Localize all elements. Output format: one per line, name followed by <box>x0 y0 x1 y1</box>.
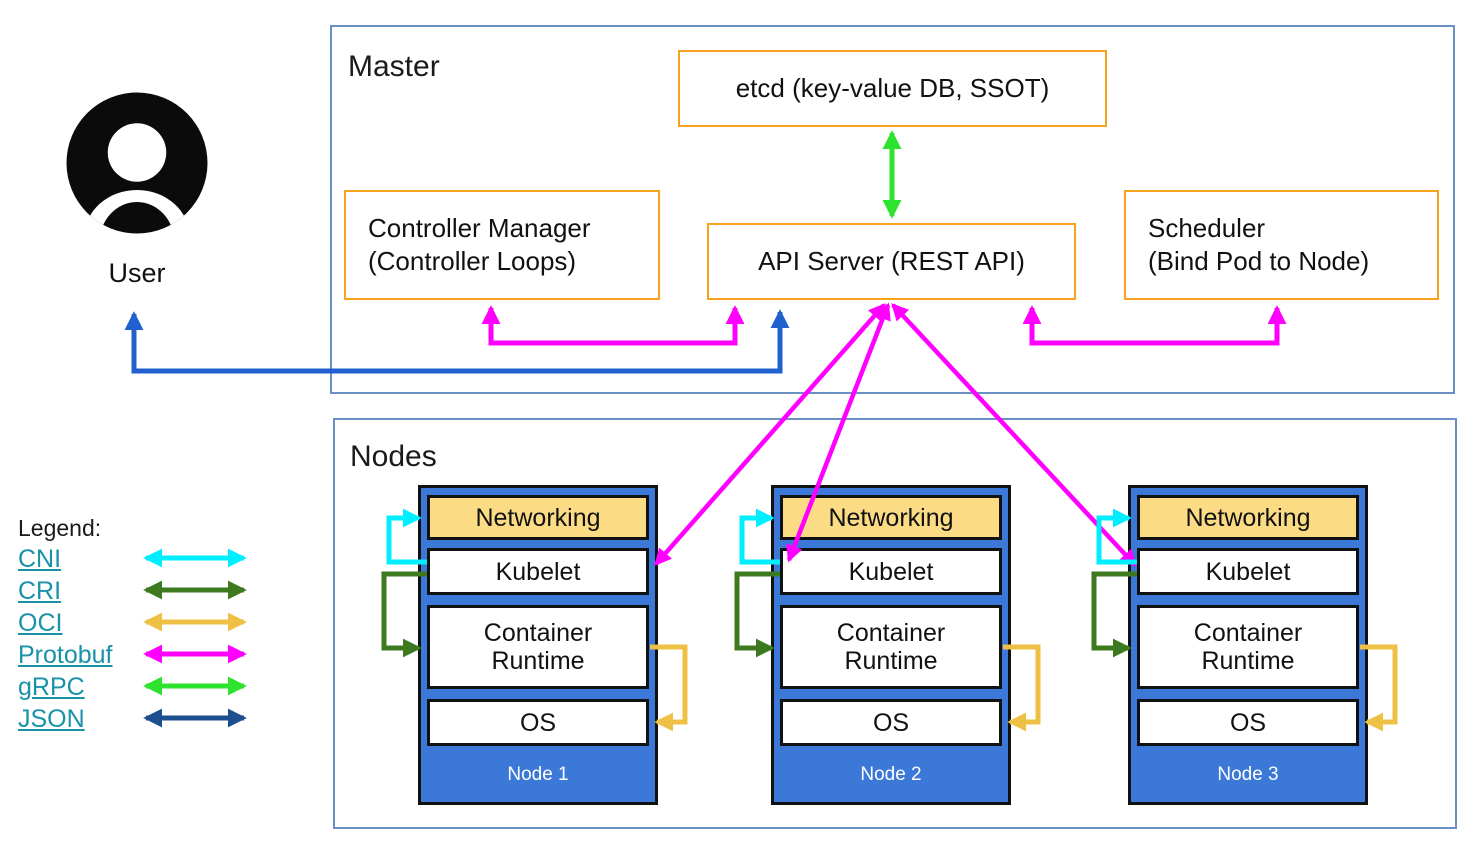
node-2-label: Node 2 <box>860 764 922 785</box>
legend-link-cni[interactable]: CNI <box>18 545 62 573</box>
user-icon <box>66 92 208 234</box>
api-server-box: API Server (REST API) <box>707 223 1076 300</box>
node-3-networking-box: Networking <box>1137 495 1359 540</box>
node-2-container-runtime-box: Container Runtime <box>780 605 1002 689</box>
node-3-kubelet-box: Kubelet <box>1137 548 1359 595</box>
node-1-container-runtime-box: Container Runtime <box>427 605 649 689</box>
scheduler-line2: (Bind Pod to Node) <box>1148 246 1370 276</box>
legend-link-json[interactable]: JSON <box>18 705 85 733</box>
scheduler-box: Scheduler (Bind Pod to Node) <box>1124 190 1439 300</box>
master-title: Master <box>348 50 440 83</box>
node-3: Networking Kubelet Container Runtime OS … <box>1128 485 1368 805</box>
controller-manager-line1: Controller Manager <box>368 213 591 243</box>
node-2-kubelet-box: Kubelet <box>780 548 1002 595</box>
etcd-box: etcd (key-value DB, SSOT) <box>678 50 1107 127</box>
node-1-kubelet-box: Kubelet <box>427 548 649 595</box>
node-3-label: Node 3 <box>1217 764 1279 785</box>
legend-link-oci[interactable]: OCI <box>18 609 63 637</box>
legend-link-cri[interactable]: CRI <box>18 577 62 605</box>
legend-title: Legend: <box>18 515 102 541</box>
node-1: Networking Kubelet Container Runtime OS … <box>418 485 658 805</box>
node-3-container-runtime-box: Container Runtime <box>1137 605 1359 689</box>
node-2-os-box: OS <box>780 699 1002 746</box>
node-1-label: Node 1 <box>507 764 569 785</box>
node-1-os-box: OS <box>427 699 649 746</box>
scheduler-line1: Scheduler <box>1148 213 1266 243</box>
node-1-networking-box: Networking <box>427 495 649 540</box>
user-label: User <box>108 258 166 288</box>
nodes-title: Nodes <box>350 440 437 473</box>
node-2-networking-box: Networking <box>780 495 1002 540</box>
legend-link-grpc[interactable]: gRPC <box>18 673 85 701</box>
node-2: Networking Kubelet Container Runtime OS … <box>771 485 1011 805</box>
legend-link-protobuf[interactable]: Protobuf <box>18 641 113 669</box>
controller-manager-line2: (Controller Loops) <box>368 246 577 276</box>
node-3-os-box: OS <box>1137 699 1359 746</box>
controller-manager-box: Controller Manager (Controller Loops) <box>344 190 660 300</box>
